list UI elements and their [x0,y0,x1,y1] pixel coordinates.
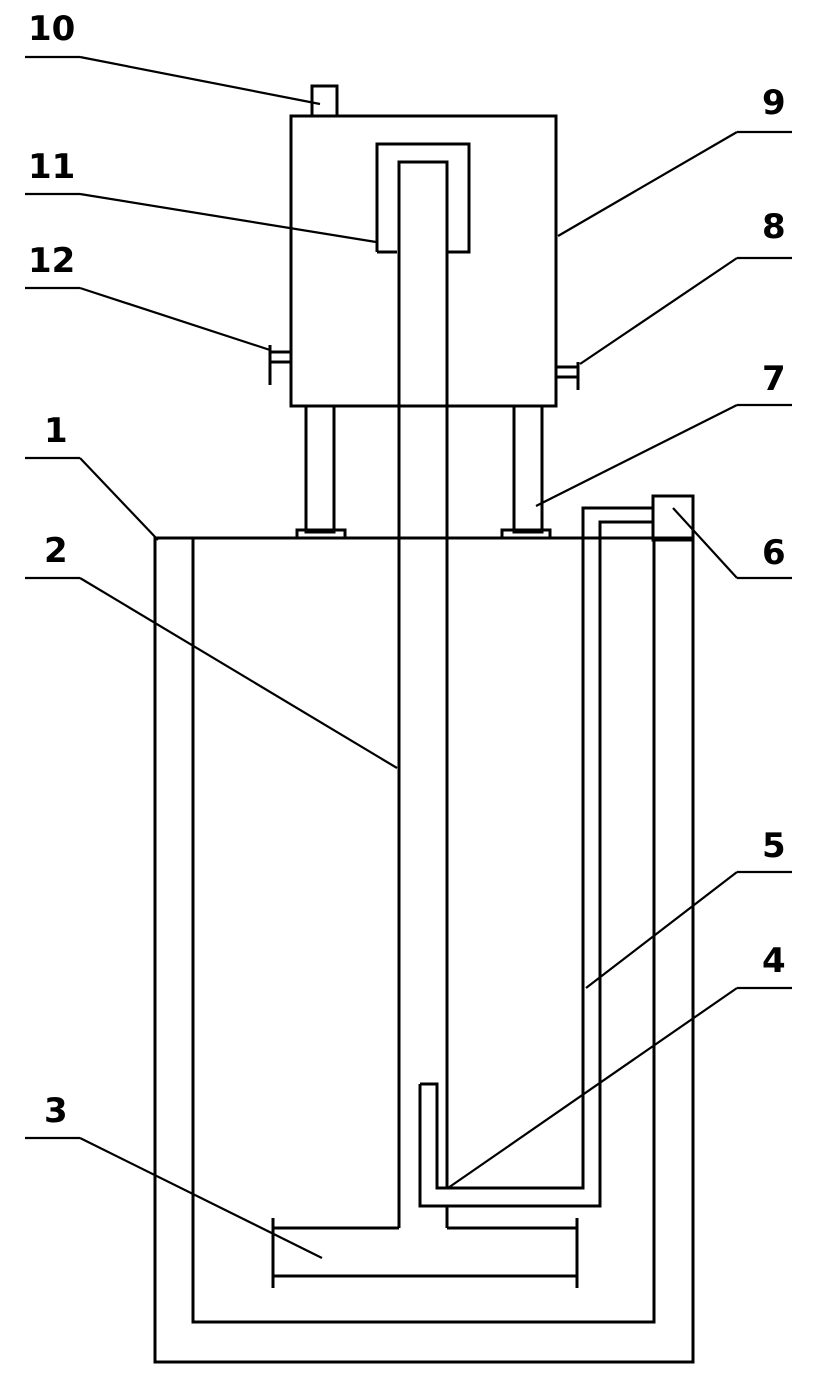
label-3: 3 [44,1091,68,1131]
top-port [310,84,339,118]
leader-7b [535,404,738,507]
leader-11b [79,192,377,244]
inner-vessel-wall [191,538,656,1324]
receiving-cup [418,506,653,1208]
central-shaft [397,160,449,1228]
shaft-cap [375,142,471,254]
label-1: 1 [44,411,68,451]
leader-5b [585,871,738,989]
leader-4b [447,987,738,1189]
label-10: 10 [28,9,75,49]
left-side-port [268,345,291,385]
label-8: 8 [762,207,786,247]
leader-10b [79,55,321,106]
leader-2b [79,577,398,769]
support-leg-left [304,404,336,534]
label-4: 4 [762,941,786,981]
stirring-blade [271,1206,579,1288]
support-leg-right [512,404,544,534]
leg-base-left [295,528,347,540]
label-2: 2 [44,531,68,571]
label-6: 6 [762,533,786,573]
leader-6b [672,507,738,579]
label-12: 12 [28,241,75,281]
leg-base-right [500,528,552,540]
label-5: 5 [762,826,786,866]
leader-12b [79,286,271,352]
upper-box [289,114,558,408]
leader-9b [557,131,738,237]
label-9: 9 [762,83,786,123]
leader-3b [79,1137,323,1259]
outer-vessel [153,536,695,1364]
leader-1b [79,457,159,541]
right-side-port [556,362,580,390]
leader-8b [579,257,738,365]
label-7: 7 [762,359,786,399]
label-11: 11 [28,147,75,187]
feed-inlet [651,494,695,542]
